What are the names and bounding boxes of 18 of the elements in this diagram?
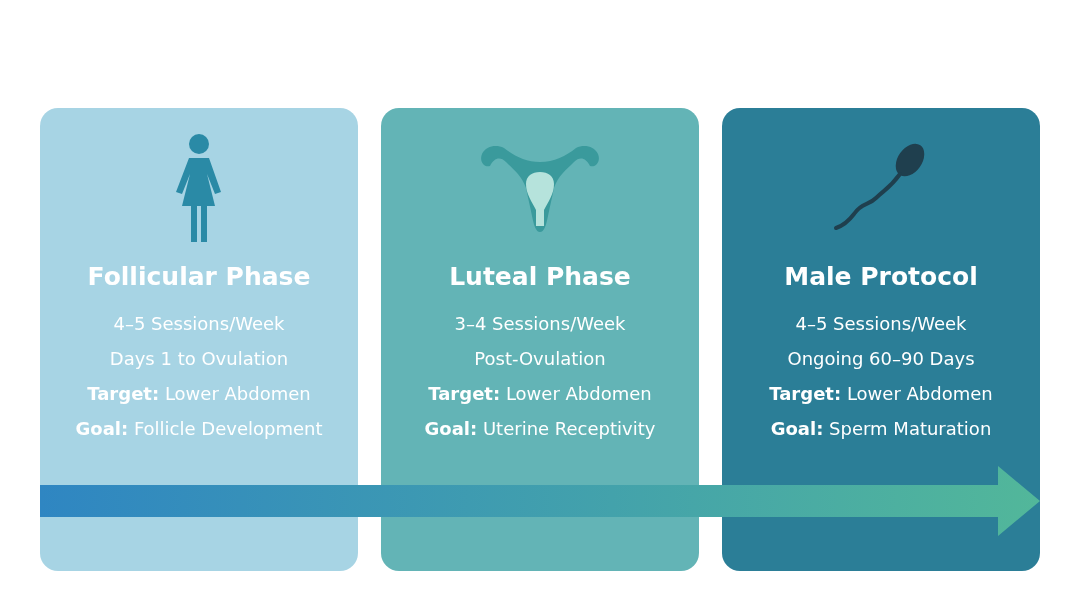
- detail-text: 4–5 Sessions/Week: [795, 313, 967, 334]
- detail-text: Goal: Follicle Development: [75, 418, 323, 439]
- phase-card: [40, 108, 358, 571]
- detail-text: Target: Lower Abdomen: [428, 383, 652, 404]
- detail-text: Days 1 to Ovulation: [109, 348, 289, 369]
- detail-text: 4–5 Sessions/Week: [113, 313, 285, 334]
- phase-card: [381, 108, 699, 571]
- detail-text: Goal: Sperm Maturation: [770, 418, 992, 439]
- phase-heading: Follicular Phase: [87, 262, 311, 291]
- phase-heading: Male Protocol: [784, 262, 978, 291]
- detail-text: Target: Lower Abdomen: [769, 383, 993, 404]
- detail-text: Goal: Uterine Receptivity: [424, 418, 656, 439]
- phase-heading: Luteal Phase: [449, 262, 631, 291]
- detail-text: Target: Lower Abdomen: [87, 383, 311, 404]
- detail-text: Ongoing 60–90 Days: [787, 348, 975, 369]
- phase-card: [722, 108, 1040, 571]
- detail-text: 3–4 Sessions/Week: [454, 313, 626, 334]
- detail-text: Post-Ovulation: [474, 348, 606, 369]
